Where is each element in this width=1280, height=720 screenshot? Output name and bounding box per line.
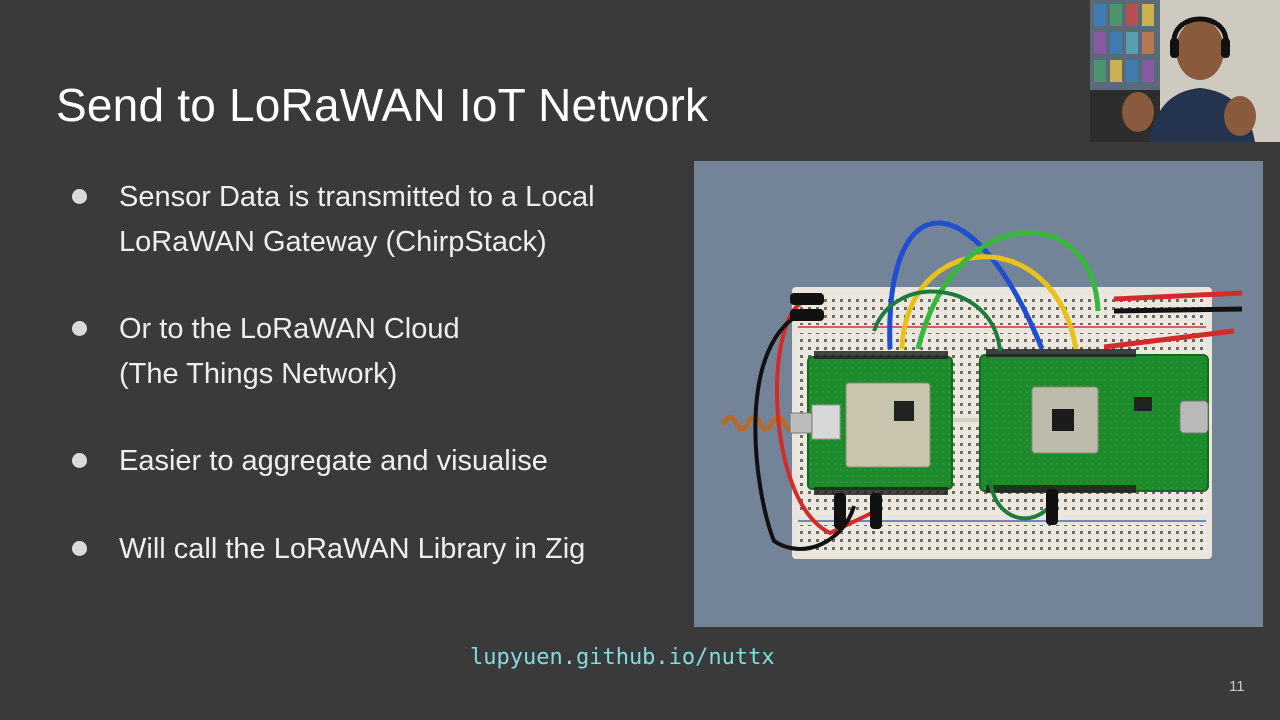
slide-title: Send to LoRaWAN IoT Network — [56, 79, 709, 131]
bullet-item: Easier to aggregate and visualise — [72, 439, 548, 484]
bullet-dot-icon — [72, 321, 87, 336]
footer-link[interactable]: lupyuen.github.io/nuttx — [470, 645, 775, 670]
bullet-dot-icon — [72, 453, 87, 468]
bullet-item: Will call the LoRaWAN Library in Zig — [72, 527, 585, 572]
presenter-webcam — [1090, 0, 1280, 142]
bullet-dot-icon — [72, 541, 87, 556]
bullet-item: Sensor Data is transmitted to a Local Lo… — [72, 175, 595, 265]
bullet-dot-icon — [72, 189, 87, 204]
bullet-text: Will call the LoRaWAN Library in Zig — [119, 533, 586, 565]
bullet-text: Easier to aggregate and visualise — [119, 445, 548, 477]
breadboard-photo — [694, 161, 1263, 627]
bullet-text: Sensor Data is transmitted to a Local Lo… — [119, 181, 595, 258]
bullet-text: Or to the LoRaWAN Cloud (The Things Netw… — [119, 313, 460, 390]
page-number: 11 — [1229, 678, 1245, 695]
bullet-item: Or to the LoRaWAN Cloud (The Things Netw… — [72, 307, 460, 397]
